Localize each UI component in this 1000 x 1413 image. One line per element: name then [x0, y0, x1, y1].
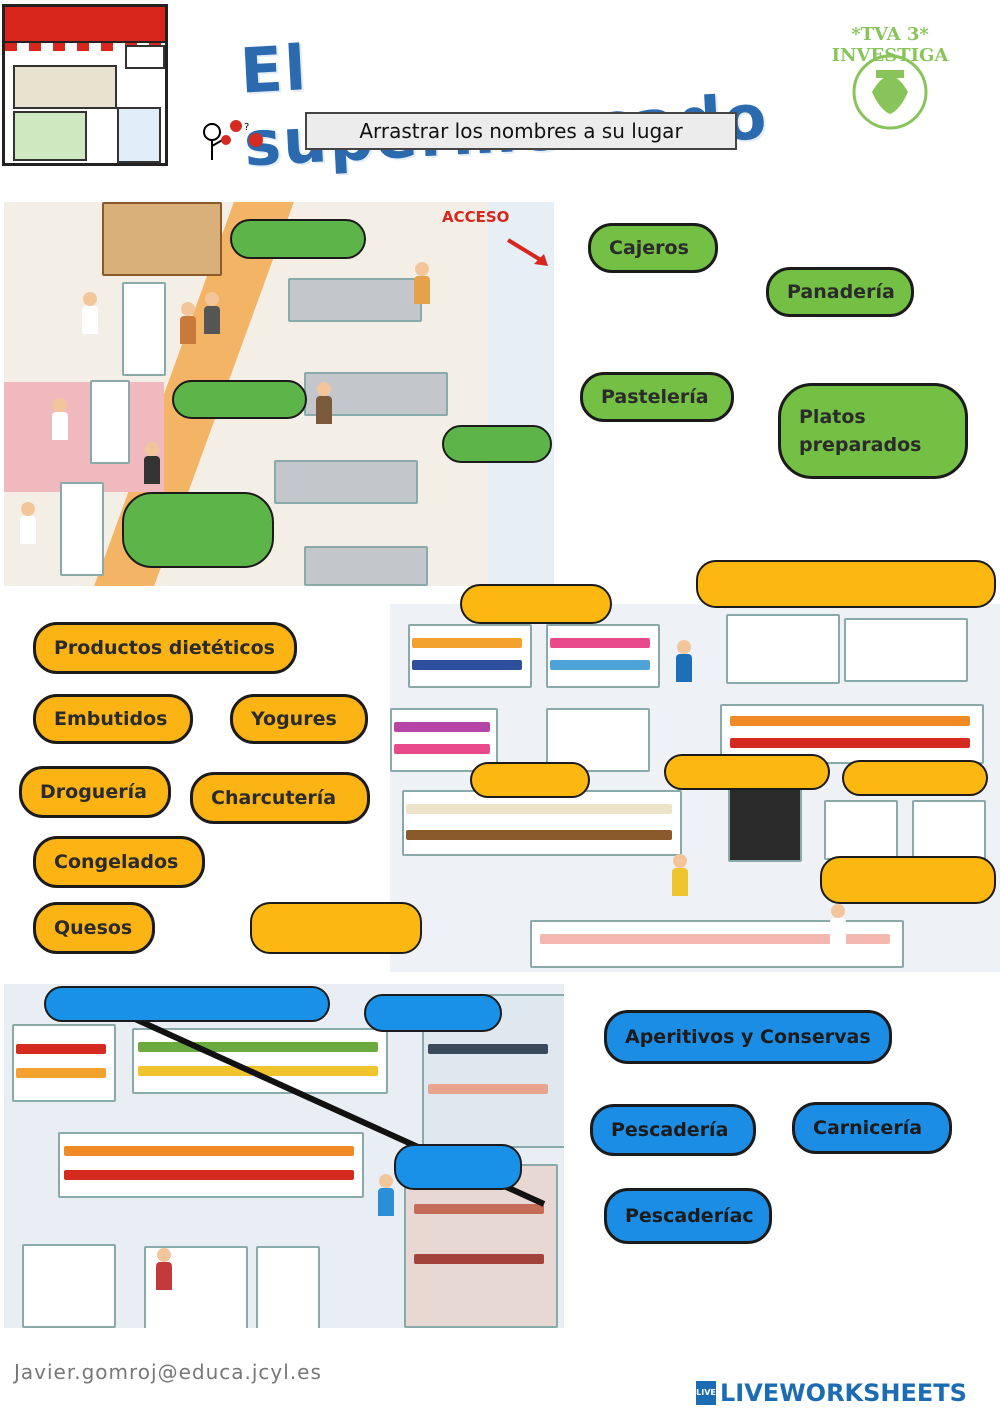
thinking-person-icon: ?: [200, 116, 272, 166]
drop-target-charcuterie[interactable]: [820, 856, 996, 904]
label-cajeros[interactable]: Cajeros: [588, 223, 718, 273]
drop-target-fish-1[interactable]: [364, 994, 502, 1032]
svg-text:?: ?: [244, 122, 249, 133]
drop-target-dietetic[interactable]: [696, 560, 996, 608]
liveworksheets-brand: LIVEWORKSHEETS: [720, 1379, 967, 1407]
label-congelados[interactable]: Congelados: [33, 836, 205, 888]
page-title: El supermercado: [238, 31, 770, 180]
drop-target-cheese[interactable]: [842, 760, 988, 796]
deli-dairy-scene: [390, 604, 1000, 972]
label-charcuteria[interactable]: Charcutería: [190, 772, 370, 824]
label-productos-dieteticos[interactable]: Productos dietéticos: [33, 622, 297, 674]
label-embutidos[interactable]: Embutidos: [33, 694, 193, 744]
author-email: Javier.gomroj@educa.jcyl.es: [14, 1360, 322, 1384]
drop-target-snacks[interactable]: [44, 986, 330, 1022]
label-drogueria[interactable]: Droguería: [19, 766, 171, 818]
instructions-banner: Arrastrar los nombres a su lugar: [305, 112, 737, 150]
drop-target-cold-cuts[interactable]: [250, 902, 422, 954]
label-pescaderiac[interactable]: Pescaderíac: [604, 1188, 772, 1244]
label-quesos[interactable]: Quesos: [33, 902, 155, 954]
access-label: ACCESO: [442, 208, 510, 226]
checkout-bakery-scene: [4, 202, 554, 586]
access-arrow-icon: [506, 238, 548, 266]
drop-target-bakery[interactable]: [230, 219, 366, 259]
drop-target-pastry[interactable]: [172, 380, 307, 419]
supermarket-store-icon: [2, 4, 168, 166]
drop-target-checkout[interactable]: [442, 425, 552, 463]
label-carniceria[interactable]: Carnicería: [792, 1102, 952, 1154]
label-aperitivos-conservas[interactable]: Aperitivos y Conservas: [604, 1010, 892, 1064]
drop-target-dairy-2[interactable]: [470, 762, 590, 798]
label-pescaderia[interactable]: Pescadería: [590, 1104, 756, 1156]
drop-target-meat[interactable]: [394, 1144, 522, 1190]
label-yogures[interactable]: Yogures: [230, 694, 368, 744]
live-badge-icon: LIVE: [696, 1381, 716, 1405]
label-panaderia[interactable]: Panadería: [766, 267, 914, 317]
liveworksheets-logo: LIVE LIVEWORKSHEETS: [696, 1378, 996, 1408]
tva3-investiga-logo: *TVA 3* INVESTIGA: [830, 24, 950, 150]
label-platos-preparados[interactable]: Platos preparados: [778, 383, 968, 479]
drop-target-frozen[interactable]: [664, 754, 830, 790]
drop-target-dairy-1[interactable]: [460, 584, 612, 624]
logo-text: *TVA 3* INVESTIGA: [831, 24, 949, 66]
label-pasteleria[interactable]: Pastelería: [580, 372, 734, 422]
drop-target-prepared-meals[interactable]: [122, 492, 274, 568]
